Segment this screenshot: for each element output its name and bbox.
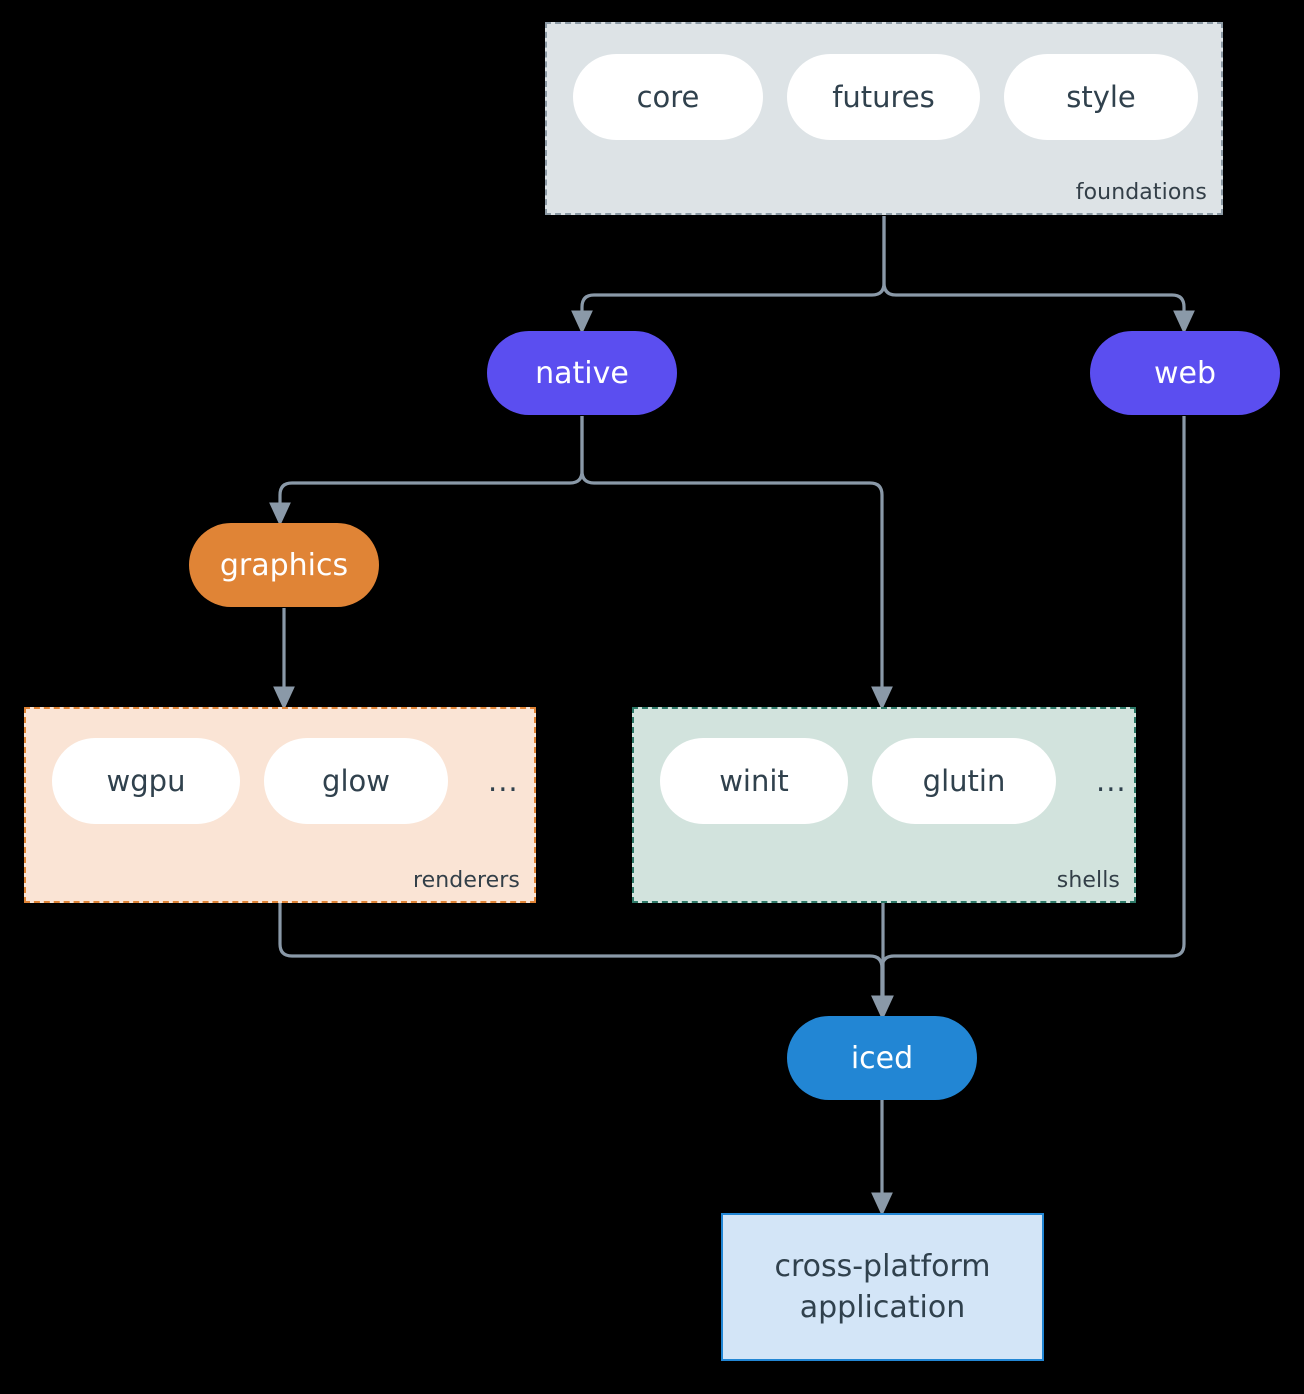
edge-native-to-shells <box>580 416 893 711</box>
node-iced[interactable]: iced <box>787 1016 977 1100</box>
node-graphics[interactable]: graphics <box>189 523 379 607</box>
shells-pill-row: winit glutin ... <box>660 738 1127 824</box>
group-shells-label: shells <box>1056 868 1120 893</box>
edge-foundations-to-web <box>882 216 1195 335</box>
edge-foundations-trunk <box>571 216 886 335</box>
node-app-label-line1: cross-platform <box>774 1248 991 1284</box>
node-native[interactable]: native <box>487 331 677 415</box>
node-app-label-line2: application <box>799 1290 966 1325</box>
pill-wgpu-label: wgpu <box>106 764 186 798</box>
group-foundations-label: foundations <box>1075 180 1207 205</box>
group-foundations: core futures style foundations <box>545 22 1223 215</box>
pill-style[interactable]: style <box>1004 54 1198 140</box>
renderers-ellipsis: ... <box>488 764 519 798</box>
pill-core[interactable]: core <box>573 54 763 140</box>
pill-futures-label: futures <box>832 80 935 114</box>
pill-style-label: style <box>1066 80 1136 114</box>
group-renderers-label: renderers <box>412 868 520 893</box>
pill-futures[interactable]: futures <box>787 54 980 140</box>
node-iced-label: iced <box>850 1040 914 1076</box>
pill-glow-label: glow <box>322 764 390 798</box>
node-web[interactable]: web <box>1090 331 1280 415</box>
edge-renderers-to-iced <box>278 903 893 1020</box>
pill-winit[interactable]: winit <box>660 738 848 824</box>
pill-glow[interactable]: glow <box>264 738 448 824</box>
group-shells: winit glutin ... shells <box>632 707 1136 903</box>
shells-ellipsis: ... <box>1096 764 1127 798</box>
renderers-pill-row: wgpu glow ... <box>52 738 519 824</box>
foundations-pill-row: core futures style <box>573 54 1198 140</box>
pill-glutin[interactable]: glutin <box>872 738 1056 824</box>
pill-winit-label: winit <box>719 764 789 798</box>
edge-native-to-graphics <box>269 416 584 527</box>
pill-wgpu[interactable]: wgpu <box>52 738 240 824</box>
pill-core-label: core <box>636 80 700 114</box>
node-web-label: web <box>1153 355 1217 391</box>
pill-glutin-label: glutin <box>922 764 1006 798</box>
node-graphics-label: graphics <box>219 547 349 583</box>
node-cross-platform-application[interactable]: cross-platform application <box>721 1213 1044 1361</box>
node-native-label: native <box>535 355 629 391</box>
group-renderers: wgpu glow ... renderers <box>24 707 536 903</box>
